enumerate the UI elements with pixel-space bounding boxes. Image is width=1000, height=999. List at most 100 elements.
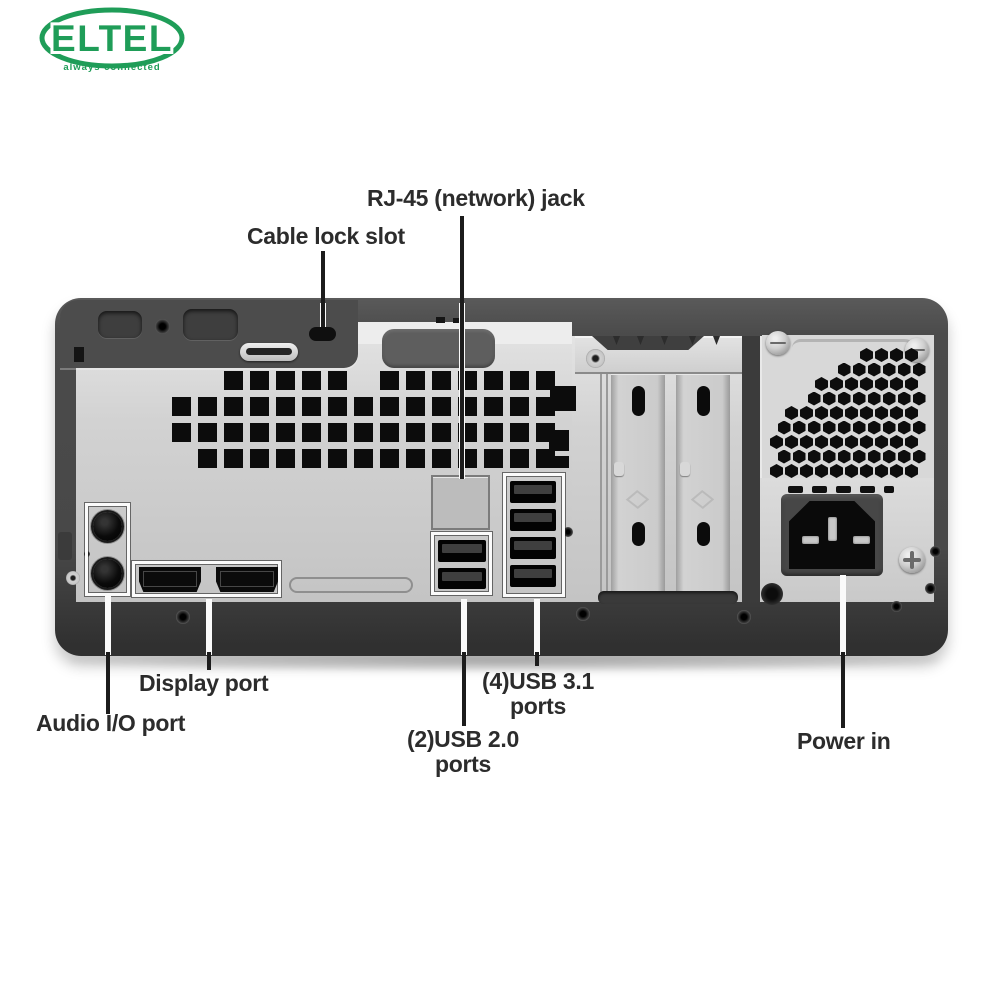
blank-recess: [289, 577, 413, 593]
hex-vent-hole: [897, 362, 911, 377]
callout-line-power-white: [840, 575, 846, 655]
vent-square: [328, 449, 347, 468]
left-edge-notch-bottom: [58, 532, 72, 560]
hex-vent-hole: [800, 435, 813, 449]
label-display-port: Display port: [139, 670, 269, 696]
callout-line-display: [207, 652, 211, 670]
vent-square: [302, 423, 321, 442]
label-cable-lock: Cable lock slot: [247, 223, 405, 249]
psu-vent-dash: [788, 486, 803, 493]
vent-square: [224, 371, 243, 390]
vent-square: [198, 423, 217, 442]
slot1-vent-top: [632, 386, 645, 416]
vent-square: [302, 449, 321, 468]
callout-line-rj45: [460, 216, 464, 479]
vent-square: [548, 456, 569, 468]
callout-line-audio: [106, 652, 110, 714]
hole-right-3: [891, 601, 902, 612]
psu-vent-dash: [812, 486, 827, 493]
hex-vent-hole: [897, 420, 911, 435]
psu-cross-screw: [899, 547, 925, 573]
displayport-outline: [132, 561, 281, 597]
usb31-ports-outline: [503, 473, 565, 597]
vent-square: [432, 371, 451, 390]
hex-vent-hole: [905, 406, 918, 420]
hex-vent-hole: [837, 391, 851, 406]
hex-vent-hole: [860, 435, 873, 449]
power-pin-right: [853, 536, 870, 544]
hex-vent-hole: [852, 420, 866, 435]
audio-ports-outline: [85, 503, 130, 596]
slot2-vent-bottom: [697, 522, 710, 546]
hex-vent-hole: [860, 377, 873, 391]
panel-seam-1: [600, 374, 602, 602]
callout-line-display-white: [206, 599, 212, 655]
bracket-screw: [586, 349, 605, 368]
hex-vent-hole: [807, 449, 821, 464]
hex-vent-hole: [905, 435, 918, 449]
hex-vent-hole: [867, 391, 881, 406]
vent-square: [510, 449, 529, 468]
hex-vent-hole: [777, 449, 791, 464]
step-tick: [436, 317, 445, 323]
left-edge-notch-top: [74, 347, 84, 362]
step-tick: [453, 318, 459, 323]
vent-square: [250, 449, 269, 468]
panel-seam-2: [606, 374, 608, 602]
hex-vent-hole: [875, 348, 888, 362]
top-slot-right: [183, 309, 238, 340]
hex-vent-hole: [792, 449, 806, 464]
bracket-tick: [689, 336, 696, 345]
hex-vent-hole: [830, 435, 843, 449]
vent-square: [302, 397, 321, 416]
vent-square: [250, 423, 269, 442]
hex-vent-hole: [890, 348, 903, 362]
bottom-screw-2: [576, 607, 590, 621]
pull-handle-slot: [246, 348, 292, 355]
hex-vent-hole: [875, 406, 888, 420]
usb31-port-3: [510, 537, 556, 559]
displayport-2: [216, 567, 278, 592]
psu-divider: [742, 336, 762, 602]
hex-vent-hole: [815, 464, 828, 478]
vent-square: [198, 397, 217, 416]
hex-vent-hole: [860, 464, 873, 478]
displayport-1: [139, 567, 201, 592]
vent-square: [276, 449, 295, 468]
vent-square: [328, 423, 347, 442]
logo-brand-text: ELTEL: [51, 18, 173, 59]
hex-vent-hole: [867, 449, 881, 464]
hex-vent-hole: [807, 391, 821, 406]
power-pin-ground: [828, 517, 837, 541]
vent-square: [549, 430, 569, 451]
hex-vent-hole: [852, 362, 866, 377]
hex-vent-hole: [845, 464, 858, 478]
label-power: Power in: [797, 728, 891, 754]
hex-vent-hole: [912, 391, 926, 406]
displayport-2-inner: [220, 571, 274, 587]
slot2-vent-top: [697, 386, 710, 416]
label-usb20-line2: ports: [434, 751, 491, 777]
usb20-port-2-tongue: [442, 572, 482, 581]
callout-line-audio-white: [105, 596, 111, 655]
hex-vent-hole: [905, 348, 918, 362]
top-round-hole: [155, 319, 170, 334]
slot1-tab: [614, 462, 624, 476]
usb31-port-1-tongue: [514, 485, 552, 494]
hex-vent-hole: [815, 406, 828, 420]
hex-vent-hole: [770, 464, 783, 478]
bracket-tick: [613, 336, 620, 345]
hex-vent-hole: [875, 377, 888, 391]
rj45-jack: [431, 475, 490, 530]
hex-vent-hole: [785, 406, 798, 420]
hex-vent-hole: [875, 435, 888, 449]
hex-vent-hole: [912, 420, 926, 435]
vent-square: [354, 449, 373, 468]
psu-vent-dash: [836, 486, 851, 493]
vent-square: [302, 371, 321, 390]
vent-square: [276, 397, 295, 416]
usb31-port-3-tongue: [514, 541, 552, 550]
vent-square: [432, 397, 451, 416]
hex-vent-hole: [912, 362, 926, 377]
hole-right-2: [925, 583, 936, 594]
